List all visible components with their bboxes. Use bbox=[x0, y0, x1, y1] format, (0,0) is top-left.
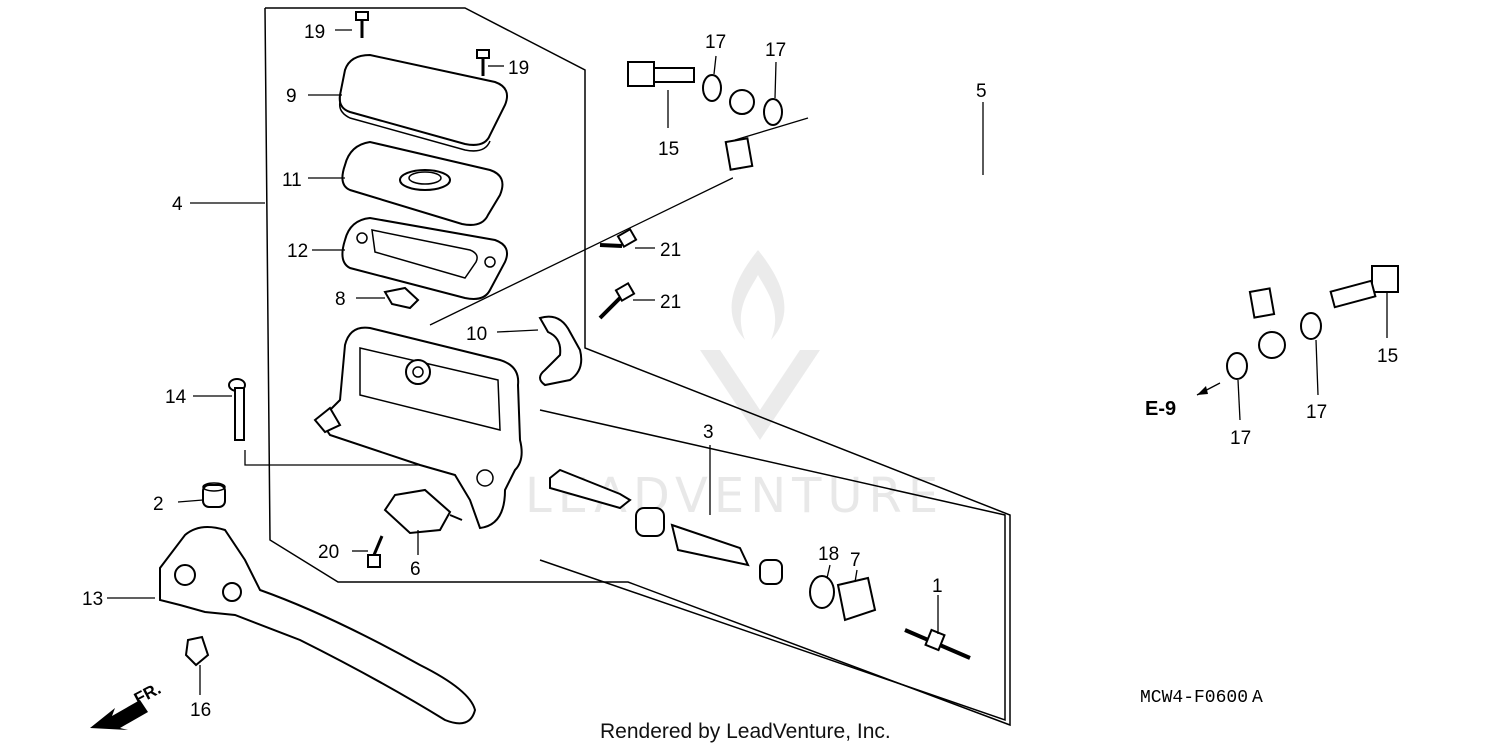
callout-labels: 19 19 9 11 12 8 4 10 14 2 13 16 20 6 21 … bbox=[82, 22, 1398, 721]
callout-6: 6 bbox=[410, 559, 421, 580]
reservoir-cap-9 bbox=[338, 53, 508, 152]
washer-17-d bbox=[1300, 312, 1322, 340]
callout-8: 8 bbox=[335, 289, 346, 310]
screw-19-top bbox=[355, 11, 369, 38]
guide-line bbox=[734, 117, 809, 141]
float-8 bbox=[383, 286, 420, 310]
callout-21: 21 bbox=[660, 292, 681, 313]
bushing-2 bbox=[202, 482, 226, 508]
bolt-21-lower bbox=[598, 281, 636, 320]
callout-12: 12 bbox=[287, 241, 308, 262]
washer-17-a bbox=[702, 74, 722, 102]
callout-2: 2 bbox=[153, 494, 164, 515]
clutch-switch-6 bbox=[383, 488, 463, 535]
bolt-21-upper bbox=[599, 227, 638, 249]
callout-5: 5 bbox=[976, 81, 987, 102]
diaphragm-12 bbox=[341, 216, 508, 300]
callout-18: 18 bbox=[818, 544, 839, 565]
diaphragm-plate-11 bbox=[341, 140, 504, 226]
circlip-18 bbox=[809, 575, 835, 609]
callout-14: 14 bbox=[165, 387, 187, 408]
front-direction-arrow: FR. bbox=[90, 679, 164, 730]
clutch-hose-5 bbox=[724, 80, 1286, 359]
callout-10: 10 bbox=[466, 324, 487, 345]
callout-4: 4 bbox=[172, 194, 183, 215]
guide-line bbox=[244, 450, 480, 466]
lever-pin-16 bbox=[184, 635, 210, 667]
callout-19: 19 bbox=[508, 58, 529, 79]
pivot-bolt-14 bbox=[228, 378, 246, 441]
callout-17: 17 bbox=[1230, 428, 1251, 449]
callout-17: 17 bbox=[1306, 402, 1327, 423]
pushrod-1 bbox=[904, 628, 971, 660]
callout-19: 19 bbox=[304, 22, 325, 43]
assembly-outline-3 bbox=[539, 409, 1006, 722]
callout-17: 17 bbox=[705, 32, 726, 53]
callout-13: 13 bbox=[82, 589, 103, 610]
master-cylinder-body bbox=[313, 326, 523, 530]
callout-1: 1 bbox=[932, 576, 943, 597]
callout-7: 7 bbox=[850, 550, 861, 571]
callout-17: 17 bbox=[765, 40, 786, 61]
reference-label: E-9 bbox=[1145, 398, 1176, 420]
holder-clamp-10 bbox=[538, 315, 583, 387]
callout-9: 9 bbox=[286, 86, 297, 107]
diagram-code-main: MCW4-F0600 bbox=[1140, 688, 1248, 708]
callout-20: 20 bbox=[318, 542, 339, 563]
washer-17-c bbox=[1226, 352, 1248, 380]
callout-21: 21 bbox=[660, 240, 681, 261]
reference-e9: E-9 bbox=[1145, 382, 1221, 420]
banjo-bolt-15-right bbox=[1329, 265, 1399, 309]
piston-set-3 bbox=[549, 468, 783, 585]
banjo-bolt-15-left bbox=[627, 61, 695, 87]
callout-16: 16 bbox=[190, 700, 211, 721]
screw-19-right bbox=[476, 49, 490, 76]
assembly-outline-4 bbox=[264, 7, 1011, 727]
callout-15: 15 bbox=[1377, 346, 1398, 367]
clutch-lever-13 bbox=[159, 525, 477, 725]
screw-20 bbox=[367, 535, 384, 568]
washer-17-b bbox=[763, 98, 783, 126]
callout-11: 11 bbox=[282, 170, 302, 191]
callout-3: 3 bbox=[703, 422, 714, 443]
callout-15: 15 bbox=[658, 139, 679, 160]
boot-7 bbox=[836, 576, 877, 622]
guide-line bbox=[429, 171, 746, 326]
leader-lines bbox=[107, 29, 1388, 695]
diagram-code-suffix: A bbox=[1252, 688, 1263, 708]
render-credit: Rendered by LeadVenture, Inc. bbox=[600, 720, 891, 743]
